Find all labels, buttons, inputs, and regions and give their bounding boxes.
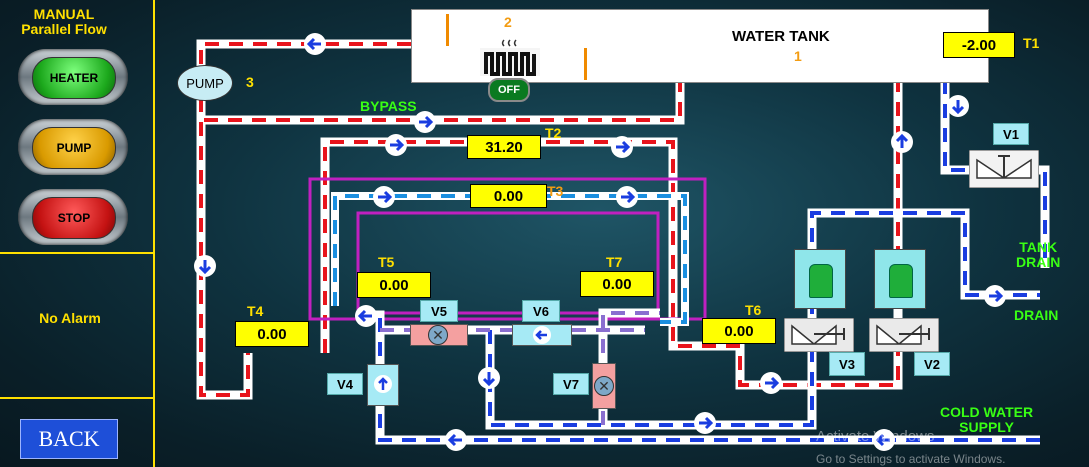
tank-drain-line-2: DRAIN xyxy=(1016,254,1061,270)
t5-display: 0.00 xyxy=(357,272,431,298)
t4-display: 0.00 xyxy=(235,321,309,347)
flow-arrow-icon xyxy=(443,427,469,453)
t2-display: 31.20 xyxy=(467,135,541,159)
t6-display: 0.00 xyxy=(702,318,776,344)
pump-label: PUMP xyxy=(186,75,224,91)
heater-button-label: HEATER xyxy=(32,57,116,99)
flow-arrow-icon xyxy=(383,132,409,158)
v6-label: V6 xyxy=(522,300,560,322)
mode-label: MANUAL Parallel Flow xyxy=(4,7,124,37)
valve-v2[interactable] xyxy=(869,318,939,352)
hot-circuit-pipes xyxy=(196,39,903,400)
heater-coil-icon xyxy=(480,39,540,76)
t3-display: 0.00 xyxy=(470,184,547,208)
t1-display: -2.00 xyxy=(943,32,1015,58)
level-marker xyxy=(584,48,587,80)
shell-outer-frame xyxy=(308,177,707,321)
valve-v3[interactable] xyxy=(784,318,854,352)
mode-line-2: Parallel Flow xyxy=(21,21,107,37)
flow-arrow-icon xyxy=(374,375,392,393)
tank-drain-line-1: TANK xyxy=(1019,239,1058,255)
activation-watermark-text: Go to Settings to activate Windows. xyxy=(816,452,1006,466)
flow-arrow-icon xyxy=(533,326,551,344)
t5-tag: T5 xyxy=(378,254,395,270)
actuator-v2 xyxy=(874,249,926,309)
v4-label: V4 xyxy=(327,373,363,395)
v7-label: V7 xyxy=(553,373,589,395)
flow-arrow-icon xyxy=(614,184,640,210)
bypass-label: BYPASS xyxy=(360,98,417,114)
flow-arrow-icon xyxy=(371,184,397,210)
cold-water-line-2: SUPPLY xyxy=(959,419,1014,435)
valve-v1[interactable] xyxy=(969,150,1039,188)
flow-arrow-icon xyxy=(945,93,971,119)
t4-tag: T4 xyxy=(247,303,264,319)
mode-line-1: MANUAL xyxy=(33,6,95,22)
stop-button[interactable]: STOP xyxy=(18,189,128,245)
t1-tag: T1 xyxy=(1023,35,1040,51)
t6-tag: T6 xyxy=(745,302,762,318)
flow-arrow-icon xyxy=(476,365,502,391)
valve-v6[interactable] xyxy=(512,324,572,346)
flow-arrow-icon xyxy=(758,370,784,396)
flow-arrow-icon xyxy=(982,283,1008,309)
v1-label: V1 xyxy=(993,123,1029,145)
flow-arrow-icon xyxy=(412,109,438,135)
heater-off-toggle[interactable]: OFF xyxy=(488,78,530,102)
flow-arrow-icon xyxy=(302,31,328,57)
t7-tag: T7 xyxy=(606,254,623,270)
valve-v7[interactable]: ✕ xyxy=(592,363,616,409)
activation-watermark-title: Activate Windows xyxy=(816,428,935,445)
t2-tag: T2 xyxy=(545,125,562,141)
valve-closed-icon: ✕ xyxy=(594,376,614,396)
level-marker xyxy=(446,14,449,46)
heater-button[interactable]: HEATER xyxy=(18,49,128,105)
alarm-status: No Alarm xyxy=(39,310,101,326)
v2-label: V2 xyxy=(914,352,950,376)
valve-closed-icon: ✕ xyxy=(428,325,448,345)
pump-number: 3 xyxy=(246,74,254,90)
v5-label: V5 xyxy=(420,300,458,322)
control-panel-frame xyxy=(0,0,155,467)
water-tank-title: WATER TANK xyxy=(732,28,830,45)
valve-v5[interactable]: ✕ xyxy=(410,324,468,346)
flow-arrow-icon xyxy=(889,129,915,155)
t3-tag: T3 xyxy=(547,183,564,199)
pump-button[interactable]: PUMP xyxy=(18,119,128,175)
shell-inner-frame xyxy=(356,211,660,315)
heater-number: 2 xyxy=(504,14,512,30)
back-button[interactable]: BACK xyxy=(20,419,118,459)
drain-label: DRAIN xyxy=(1014,307,1059,323)
cold-water-line-1: COLD WATER xyxy=(940,404,1034,420)
flow-arrow-icon xyxy=(609,134,635,160)
flow-arrow-icon xyxy=(353,303,379,329)
cold-water-supply-label: COLD WATER SUPPLY xyxy=(940,405,1033,435)
tank-drain-label: TANK DRAIN xyxy=(1016,240,1060,270)
actuator-icon xyxy=(809,264,833,298)
pump[interactable]: PUMP xyxy=(177,65,233,101)
valve-v4[interactable] xyxy=(367,364,399,406)
actuator-v3 xyxy=(794,249,846,309)
flow-arrow-icon xyxy=(192,253,218,279)
stop-button-label: STOP xyxy=(32,197,116,239)
v3-label: V3 xyxy=(829,352,865,376)
flow-arrow-icon xyxy=(692,410,718,436)
pump-button-label: PUMP xyxy=(32,127,116,169)
water-tank-number: 1 xyxy=(794,48,802,64)
t7-display: 0.00 xyxy=(580,271,654,297)
actuator-icon xyxy=(889,264,913,298)
